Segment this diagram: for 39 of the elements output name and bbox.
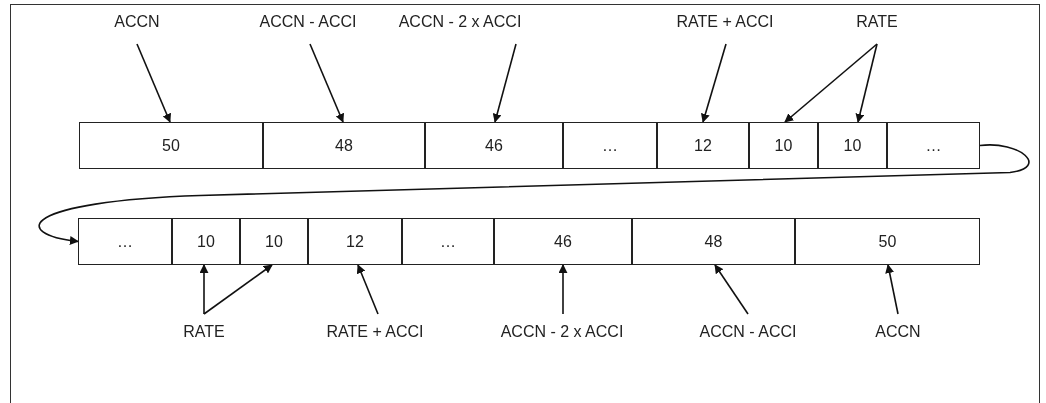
arrow <box>885 264 899 315</box>
memory-cell: … <box>887 122 980 169</box>
pointer-label: ACCN <box>875 322 921 342</box>
arrow <box>714 264 749 315</box>
arrow <box>203 264 273 315</box>
memory-cell: 46 <box>425 122 563 169</box>
memory-cell: 10 <box>240 218 308 265</box>
memory-cell: 48 <box>632 218 795 265</box>
memory-cell: … <box>402 218 494 265</box>
arrow <box>199 264 209 315</box>
pointer-label: RATE <box>183 322 225 342</box>
memory-cell: 48 <box>263 122 425 169</box>
arrow <box>492 43 517 123</box>
arrow <box>855 43 878 123</box>
pointer-label: RATE <box>856 12 898 32</box>
pointer-label: RATE + ACCI <box>326 322 424 342</box>
arrow <box>136 43 171 123</box>
arrow <box>558 264 568 315</box>
arrow <box>700 43 727 123</box>
pointer-label: ACCN - ACCI <box>699 322 797 342</box>
memory-cell: … <box>563 122 657 169</box>
memory-cell: 10 <box>749 122 818 169</box>
memory-cell: 10 <box>818 122 887 169</box>
pointer-label: ACCN - ACCI <box>259 12 357 32</box>
memory-cell: 10 <box>172 218 240 265</box>
arrow <box>356 264 379 315</box>
arrow <box>309 43 344 123</box>
memory-cell: 50 <box>795 218 980 265</box>
memory-cell: 12 <box>308 218 402 265</box>
memory-cell: 12 <box>657 122 749 169</box>
memory-cell: 46 <box>494 218 632 265</box>
pointer-label: ACCN - 2 x ACCI <box>500 322 624 342</box>
pointer-label: RATE + ACCI <box>676 12 774 32</box>
pointer-label: ACCN <box>114 12 160 32</box>
arrow <box>38 144 1030 245</box>
memory-cell: 50 <box>79 122 263 169</box>
memory-cell: … <box>78 218 172 265</box>
arrow <box>784 43 878 123</box>
pointer-label: ACCN - 2 x ACCI <box>398 12 522 32</box>
